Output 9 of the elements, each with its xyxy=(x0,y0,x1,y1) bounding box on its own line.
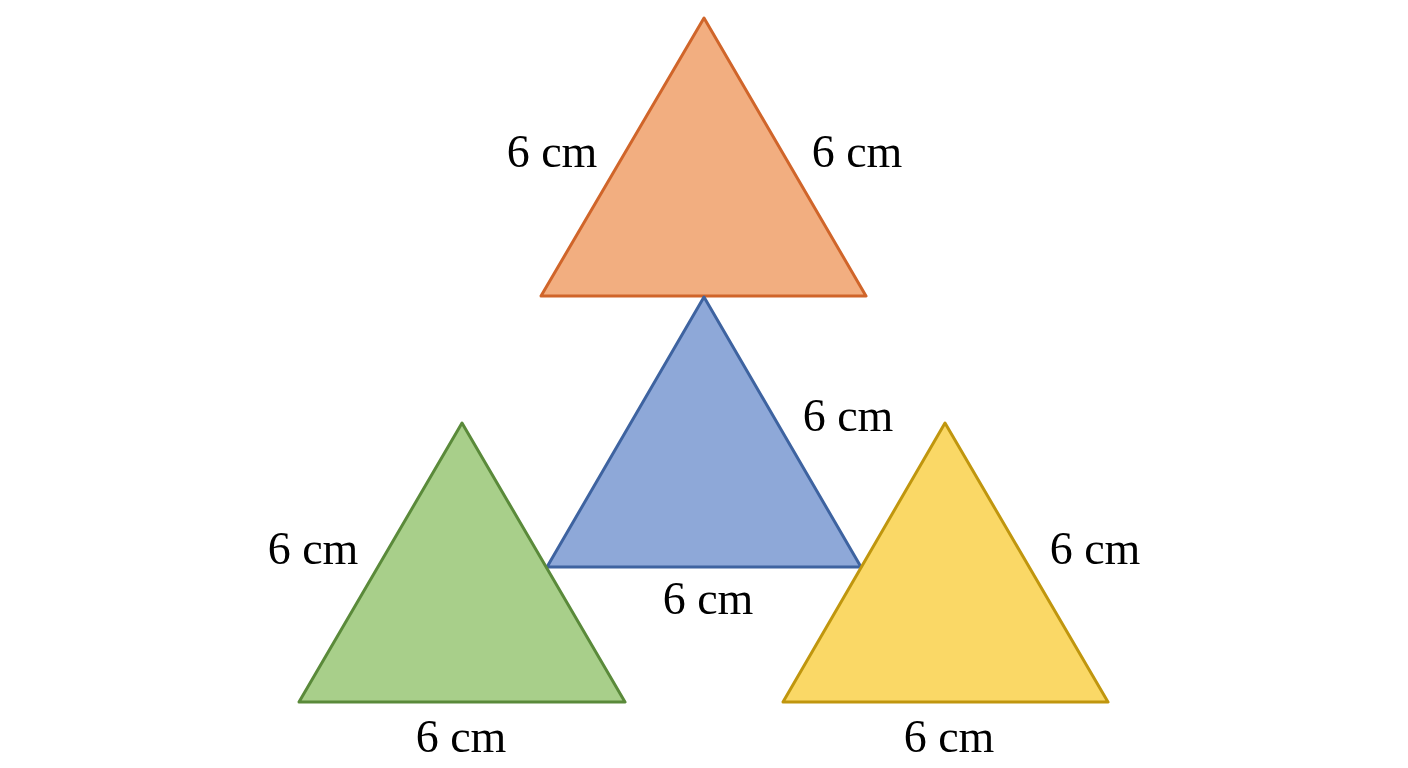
dimension-label: 6 cm xyxy=(903,714,995,760)
dimension-label: 6 cm xyxy=(267,526,359,572)
dimension-label: 6 cm xyxy=(415,714,507,760)
dimension-label: 6 cm xyxy=(811,129,903,175)
dimension-label: 6 cm xyxy=(1049,526,1141,572)
dimension-label: 6 cm xyxy=(662,576,754,622)
triangle xyxy=(297,421,627,704)
dimension-label: 6 cm xyxy=(506,129,598,175)
dimension-label: 6 cm xyxy=(802,393,894,439)
